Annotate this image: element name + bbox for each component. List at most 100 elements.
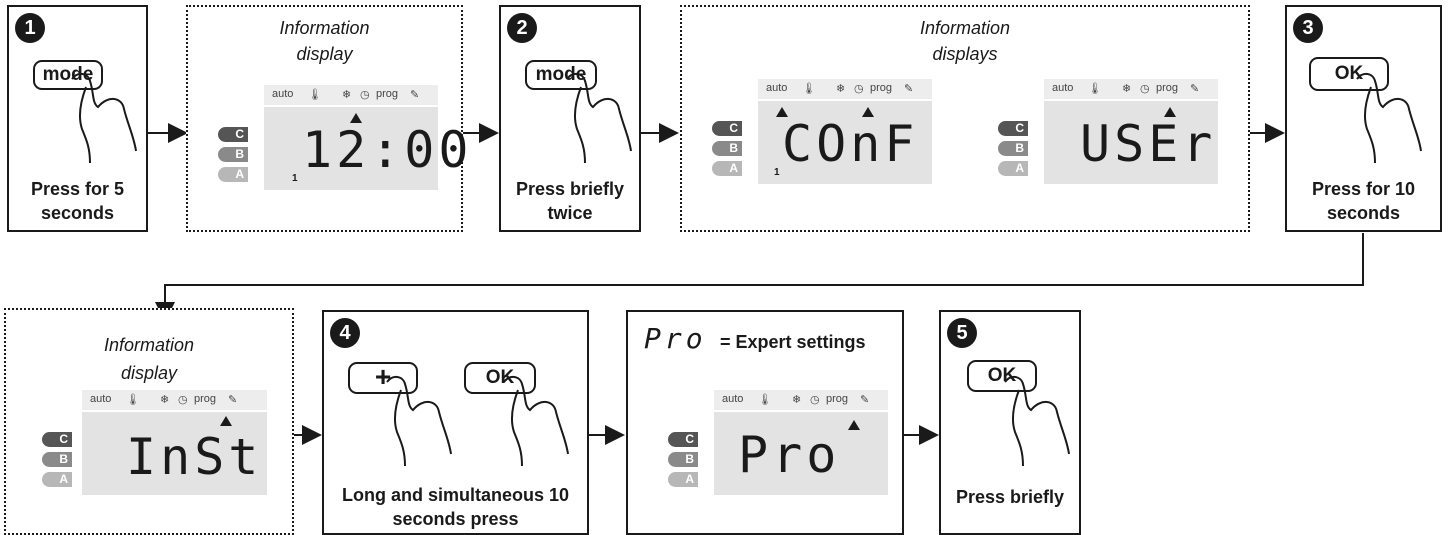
thermometer-icon: 🌡 [126, 394, 140, 406]
information-display-panel-1: Information display auto 🌡 ❄ ◷ prog ✎ 12… [186, 5, 469, 232]
lcd-icon-row: auto 🌡 ❄ ◷ prog ✎ [714, 390, 888, 410]
step-4-caption-line2: seconds press [392, 509, 519, 529]
auto-icon: auto [90, 393, 112, 405]
wrench-icon: ✎ [410, 89, 420, 101]
lcd-small-digit: 1 [774, 167, 780, 178]
mode-key: mode [525, 60, 597, 90]
step-2-caption-line2: twice [547, 203, 593, 223]
step-number-badge: 4 [330, 318, 360, 348]
auto-icon: auto [1052, 82, 1074, 94]
lcd-screen [82, 412, 267, 495]
snowflake-icon: ❄ [342, 89, 352, 101]
step-4-panel: 4 + OK Long and simultaneous 10 seconds … [322, 310, 589, 535]
wrench-icon: ✎ [904, 83, 914, 95]
thermometer-icon: 🌡 [758, 394, 772, 406]
tab-a: A [712, 161, 742, 176]
clock-icon: ◷ [854, 83, 864, 95]
prog-icon: prog [870, 82, 893, 94]
information-displays-panel-2: Information displays auto 🌡 ❄ ◷ prog ✎ C… [680, 5, 1250, 232]
pressing-hand-icon [566, 73, 632, 164]
info-2-title-line1: Information [919, 18, 1011, 38]
tab-a: A [218, 167, 248, 182]
tab-c: C [998, 121, 1028, 136]
pressing-hand-icon [71, 73, 137, 164]
step-number-badge: 3 [1293, 13, 1323, 43]
lcd-icon-row: auto 🌡 ❄ ◷ prog ✎ [82, 390, 267, 410]
lcd-icon-row: auto 🌡 ❄ ◷ prog ✎ [758, 79, 932, 99]
info-2-title-line2: displays [932, 44, 998, 64]
lcd-readout-pro: Pro [738, 426, 841, 484]
step-number-badge: 5 [947, 318, 977, 348]
tab-c: C [668, 432, 698, 447]
snowflake-icon: ❄ [160, 394, 170, 406]
lcd-display: auto 🌡 ❄ ◷ prog ✎ InSt C B A [42, 390, 267, 495]
pressing-hand-icon [386, 376, 452, 467]
step-2-caption-line1: Press briefly [515, 179, 625, 199]
prog-icon: prog [1156, 82, 1179, 94]
clock-icon: ◷ [810, 394, 820, 406]
step-1-panel: 1 mode Press for 5 seconds [7, 5, 148, 232]
lcd-display: auto 🌡 ❄ ◷ prog ✎ USEr C B A [998, 79, 1218, 184]
step-3-caption-line1: Press for 10 [1311, 179, 1416, 199]
thermometer-icon: 🌡 [1088, 83, 1102, 95]
prog-icon: prog [826, 393, 849, 405]
pressing-hand-icon [503, 376, 569, 467]
thermometer-icon: 🌡 [802, 83, 816, 95]
tab-a: A [668, 472, 698, 487]
tab-b: B [712, 141, 742, 156]
lcd-readout-user: USEr [1080, 115, 1217, 173]
tab-c: C [42, 432, 72, 447]
indicator-arrow-icon [776, 107, 788, 117]
prog-icon: prog [376, 88, 399, 100]
indicator-arrow-icon [350, 113, 362, 123]
information-display-panel-3: Information display auto 🌡 ❄ ◷ prog ✎ In… [4, 308, 294, 535]
pressing-hand-icon [1004, 376, 1070, 467]
tab-b: B [998, 141, 1028, 156]
step-3-panel: 3 OK Press for 10 seconds [1285, 5, 1442, 232]
lcd-mode-tabs: C B A [42, 432, 72, 492]
lcd-display: auto 🌡 ❄ ◷ prog ✎ Pro C B A [668, 390, 888, 495]
lcd-display: auto 🌡 ❄ ◷ prog ✎ 12:00 C B A 1 [218, 85, 469, 190]
lcd-small-digit: 1 [292, 173, 298, 184]
indicator-arrow-icon [220, 416, 232, 426]
wrench-icon: ✎ [228, 394, 238, 406]
clock-icon: ◷ [360, 89, 370, 101]
step-number-badge: 1 [15, 13, 45, 43]
lcd-mode-tabs: C B A [668, 432, 698, 492]
tab-b: B [668, 452, 698, 467]
indicator-arrow-icon [848, 420, 860, 430]
ok-key: OK [967, 360, 1037, 392]
tab-c: C [712, 121, 742, 136]
step-5-panel: 5 OK Press briefly [939, 310, 1081, 535]
tab-a: A [998, 161, 1028, 176]
expert-settings-panel: Pro = Expert settings auto 🌡 ❄ ◷ prog ✎ … [626, 310, 904, 535]
thermometer-icon: 🌡 [308, 89, 322, 101]
info-1-title-line2: display [296, 44, 353, 64]
mode-key: mode [33, 60, 103, 90]
info-1-title-line1: Information [279, 18, 370, 38]
wrench-icon: ✎ [1190, 83, 1200, 95]
step-number-badge: 2 [507, 13, 537, 43]
info-3-title-line2: display [120, 363, 178, 383]
lcd-readout-conf: COnF [782, 115, 919, 173]
wrench-icon: ✎ [860, 394, 870, 406]
step-1-caption-line2: seconds [40, 203, 115, 223]
auto-icon: auto [766, 82, 788, 94]
arrow-3-to-info [155, 233, 1364, 322]
lcd-mode-tabs: C B A [218, 127, 248, 187]
prog-icon: prog [194, 393, 217, 405]
tab-b: B [42, 452, 72, 467]
pro-symbol: Pro [644, 322, 707, 355]
tab-b: B [218, 147, 248, 162]
snowflake-icon: ❄ [792, 394, 802, 406]
clock-icon: ◷ [178, 394, 188, 406]
auto-icon: auto [272, 88, 294, 100]
lcd-screen [1044, 101, 1218, 184]
clock-icon: ◷ [1140, 83, 1150, 95]
step-5-caption: Press briefly [955, 487, 1065, 507]
info-3-title-line1: Information [103, 335, 195, 355]
step-1-caption-line1: Press for 5 [30, 179, 125, 199]
expert-settings-label: = Expert settings [720, 332, 866, 352]
lcd-readout-inst: InSt [126, 428, 263, 486]
